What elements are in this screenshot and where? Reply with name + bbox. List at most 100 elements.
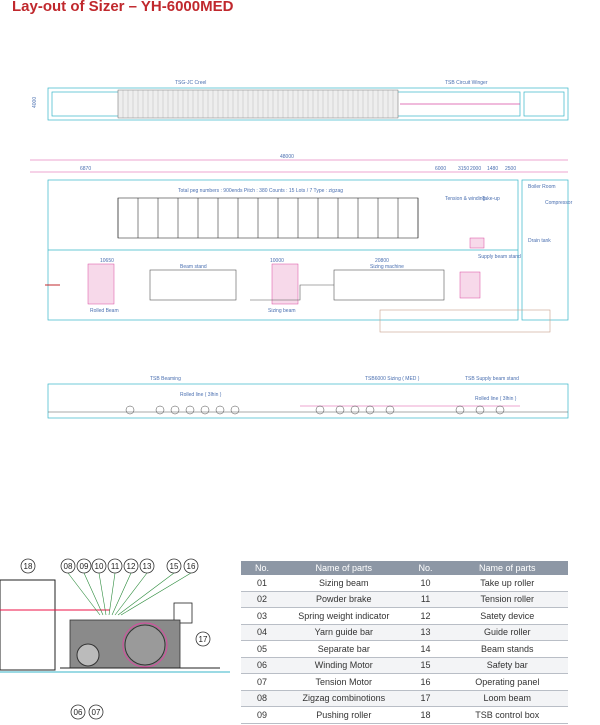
side-inner-right: Rolled line ( 3lhin ) — [475, 396, 517, 402]
part-number: 18 — [404, 706, 447, 724]
side-inner-left: Rolled line ( 3lhin ) — [180, 392, 222, 398]
part-name: Safety bar — [446, 657, 568, 674]
part-name: Pushing roller — [283, 706, 405, 724]
sizing-machine-label: Sizing machine — [370, 264, 404, 270]
callout-label: 09 — [80, 562, 89, 571]
boiler-room: Boiler Room — [528, 184, 556, 190]
callout-label: 12 — [127, 562, 136, 571]
callout-label: 15 — [170, 562, 179, 571]
part-name: Take up roller — [446, 575, 568, 592]
callout-label: 08 — [64, 562, 73, 571]
callout-13: 13 — [114, 558, 155, 616]
callout-label: 11 — [111, 562, 120, 571]
part-name: Loom beam — [446, 690, 568, 707]
dim-left: 6870 — [80, 166, 91, 172]
part-name: Guide roller — [446, 624, 568, 641]
beam-stand-label: Beam stand — [180, 264, 207, 270]
part-number: 13 — [404, 624, 447, 641]
part-name: Sizing beam — [283, 575, 405, 592]
winger-label: TSB Circuit Winger — [445, 80, 488, 86]
callout-06: 06 — [74, 708, 83, 717]
sizing-machine — [149, 269, 551, 333]
callout-label: 10 — [95, 562, 104, 571]
sizer-elevation: 08 09 10 11 12 13 15 16 18 17 06 07 — [0, 545, 230, 725]
dim-f: 10650 — [100, 258, 114, 264]
part-number: 09 — [241, 706, 284, 724]
callout-12: 12 — [111, 558, 139, 616]
callout-10: 10 — [91, 558, 107, 616]
table-header-row: No. Name of parts No. Name of parts — [241, 561, 568, 575]
part-number: 17 — [404, 690, 447, 707]
callout-08: 08 — [60, 558, 101, 616]
callout-label: 16 — [187, 562, 196, 571]
part-name: Winding Motor — [283, 657, 405, 674]
sizing-beam-label: Sizing beam — [268, 308, 296, 314]
side-right-label: TSB Supply beam stand — [465, 376, 519, 382]
part-number: 14 — [404, 640, 447, 658]
part-name: Tension roller — [446, 591, 568, 608]
callout-09: 09 — [76, 558, 104, 616]
dim-d: 1480 — [487, 166, 498, 172]
pegs-note: Total peg numbers : 900ends Pitch : 380 … — [178, 188, 343, 194]
part-name: TSB control box — [446, 706, 568, 724]
part-name: Tension Motor — [283, 673, 405, 691]
dim-e: 2500 — [505, 166, 516, 172]
take-up: Take-up — [482, 196, 500, 202]
dim-total: 48000 — [280, 154, 294, 160]
dim-c: 2000 — [470, 166, 481, 172]
part-number: 06 — [241, 657, 284, 674]
callout-15: 15 — [117, 558, 182, 616]
part-name: Zigzag combinotions — [283, 690, 405, 707]
supply-beam-label: Supply beam stand — [478, 254, 521, 260]
layout-drawing: TSG-JC Creel TSB Circuit Winger 4000 480… — [30, 80, 573, 419]
header-no-1: No. — [241, 561, 284, 575]
callout-right: 17 — [195, 631, 211, 647]
tension-winding: Tension & winding — [445, 196, 486, 202]
part-number: 05 — [241, 640, 284, 658]
part-number: 08 — [241, 690, 284, 707]
part-number: 11 — [404, 591, 447, 608]
drain-tank: Drain tank — [528, 238, 551, 244]
creel-label: TSG-JC Creel — [175, 80, 206, 86]
part-number: 03 — [241, 607, 284, 625]
callout-label: 13 — [143, 562, 152, 571]
dim-a: 6000 — [435, 166, 446, 172]
part-number: 10 — [404, 575, 447, 592]
side-bottom-label: TSB Beaming — [150, 376, 181, 382]
callout-left: 18 — [20, 558, 36, 574]
part-name: Spring weight indicator — [283, 607, 405, 625]
control-box — [0, 579, 56, 671]
dim-h: 20800 — [375, 258, 389, 264]
callout-17: 17 — [199, 635, 208, 644]
callout-07: 07 — [92, 708, 101, 717]
dim-b: 3150 — [458, 166, 469, 172]
header-name-1: Name of parts — [283, 561, 405, 575]
callout-bottom: 06 07 — [70, 704, 104, 720]
rolled-beam: Rolled Beam — [90, 308, 119, 314]
part-name: Powder brake — [283, 591, 405, 608]
part-number: 01 — [241, 575, 284, 592]
dim-g: 10000 — [270, 258, 284, 264]
page-title: Lay-out of Sizer – YH-6000MED — [12, 0, 234, 15]
callout-11: 11 — [107, 558, 123, 616]
compressor: Compressor — [545, 200, 573, 206]
part-number: 07 — [241, 673, 284, 691]
part-name: Separate bar — [283, 640, 405, 658]
side-elevation — [47, 383, 569, 419]
winding-motor — [76, 643, 100, 667]
operating-panel — [173, 602, 193, 624]
part-number: 02 — [241, 591, 284, 608]
side-dim-1: 4000 — [32, 97, 38, 108]
part-number: 04 — [241, 624, 284, 641]
callout-18: 18 — [24, 562, 33, 571]
beam-racks — [87, 237, 485, 305]
callout-16: 16 — [120, 558, 199, 616]
